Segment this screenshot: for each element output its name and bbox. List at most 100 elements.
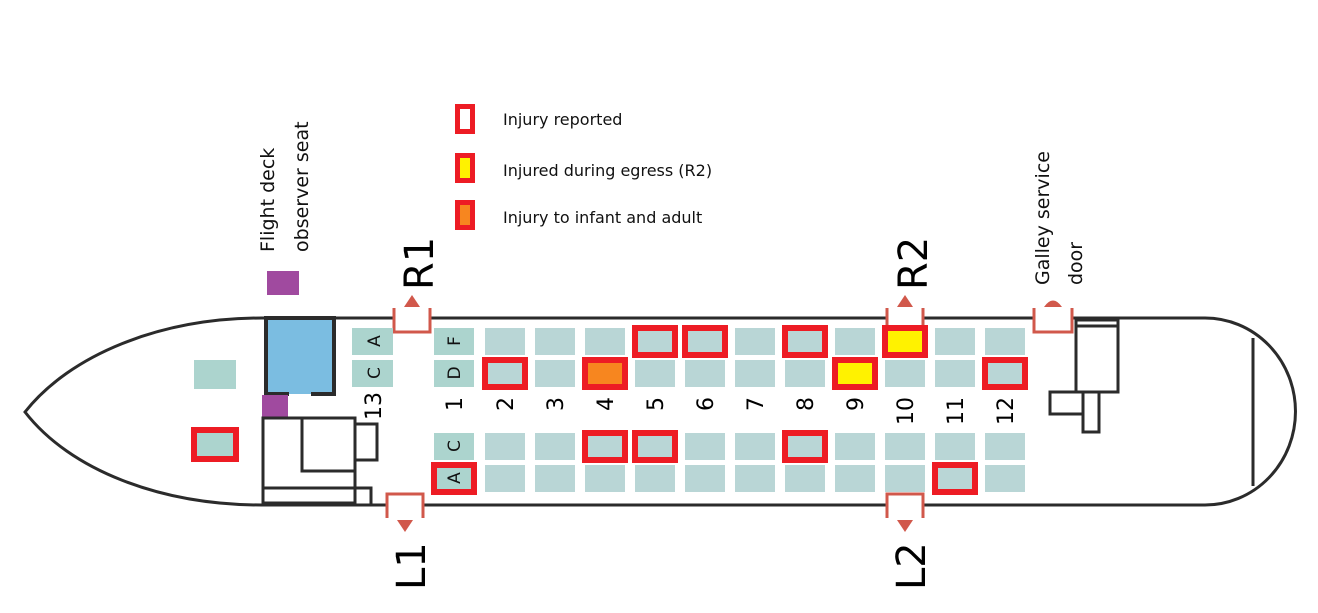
row-number-5: 5 (644, 397, 669, 411)
exit-arrow-icon (897, 295, 913, 307)
seat-9C[interactable] (835, 433, 875, 460)
door-R2-label: R2 (891, 237, 937, 290)
door-L2-label: L2 (889, 542, 935, 590)
seat-4C[interactable] (582, 430, 628, 463)
seat-7A[interactable] (735, 465, 775, 492)
legend-label: Injured during egress (R2) (503, 161, 713, 180)
seat-10C[interactable] (885, 433, 925, 460)
seat-letter: A (365, 335, 385, 347)
door-R1-label: R1 (397, 237, 443, 290)
seat-5D[interactable] (635, 360, 675, 387)
seat-12A[interactable] (985, 465, 1025, 492)
row-number-6: 6 (694, 397, 719, 411)
seat-8A[interactable] (785, 465, 825, 492)
door-L2[interactable]: L2 (885, 492, 935, 590)
row-number-12: 12 (994, 397, 1019, 425)
seat-4F[interactable] (585, 328, 625, 355)
row-number-9: 9 (844, 397, 869, 411)
fuselage-outline (23, 316, 1297, 507)
seat-13C[interactable] (352, 360, 393, 387)
seat-letter: D (445, 366, 465, 379)
exit-arrow-icon (1044, 300, 1062, 307)
seat-6F[interactable] (682, 325, 728, 358)
seat-11D[interactable] (935, 360, 975, 387)
legend-swatch-reported (455, 104, 475, 134)
legend-swatch-egress (455, 153, 475, 183)
seat-12C[interactable] (985, 433, 1025, 460)
galley-door-label-line2: door (1065, 242, 1087, 285)
seat-8C[interactable] (782, 430, 828, 463)
seat-6D[interactable] (685, 360, 725, 387)
row-number-8: 8 (794, 397, 819, 411)
seat-13A[interactable] (352, 328, 393, 355)
seat-8F[interactable] (782, 325, 828, 358)
seat-3A[interactable] (535, 465, 575, 492)
seat-5C[interactable] (632, 430, 678, 463)
seat-4A[interactable] (585, 465, 625, 492)
door-R1[interactable]: R1 (392, 237, 443, 334)
seat-10A[interactable] (885, 465, 925, 492)
seat-7D[interactable] (735, 360, 775, 387)
row-number-11: 11 (944, 397, 969, 425)
observer-seat-legend-swatch (267, 271, 299, 295)
row-number-7: 7 (744, 397, 769, 411)
seat-letter: F (445, 336, 465, 346)
legend-item-egress: Injured during egress (R2) (455, 153, 712, 183)
door-L1-label: L1 (389, 542, 435, 590)
observer-seat-marker (262, 395, 288, 417)
row-number-4: 4 (594, 397, 619, 411)
rear-galley (1048, 318, 1120, 434)
door-L1[interactable]: L1 (385, 492, 435, 590)
seat-2D[interactable] (482, 357, 528, 390)
galley-door-label-line1: Galley service (1032, 151, 1054, 285)
exit-arrow-icon (404, 295, 420, 307)
seat-2A[interactable] (485, 465, 525, 492)
seat-letter: C (445, 440, 465, 452)
seat-9D[interactable] (832, 357, 878, 390)
seat-8D[interactable] (785, 360, 825, 387)
seat-10F[interactable] (882, 325, 928, 358)
seat-11F[interactable] (935, 328, 975, 355)
cockpit-seat-1[interactable] (194, 360, 236, 389)
front-galley (261, 416, 379, 507)
row-number-3: 3 (544, 397, 569, 411)
seat-12D[interactable] (982, 357, 1028, 390)
cockpit-seat-2[interactable] (191, 427, 239, 462)
legend-item-infant: Injury to infant and adult (455, 200, 702, 230)
seat-1A[interactable] (431, 462, 477, 495)
seat-letter: C (365, 367, 385, 379)
legend-label: Injury reported (503, 109, 623, 129)
row-number-13: 13 (362, 392, 387, 420)
seat-12F[interactable] (985, 328, 1025, 355)
seat-6A[interactable] (685, 465, 725, 492)
seat-1C[interactable] (434, 433, 474, 460)
seat-3F[interactable] (535, 328, 575, 355)
door-galley[interactable] (1032, 300, 1074, 334)
seat-4D[interactable] (582, 357, 628, 390)
seat-6C[interactable] (685, 433, 725, 460)
observer-seat-label-line1: Flight deck (257, 148, 279, 252)
seat-9F[interactable] (835, 328, 875, 355)
seat-5A[interactable] (635, 465, 675, 492)
seat-1D[interactable] (434, 360, 474, 387)
row-number-10: 10 (894, 397, 919, 425)
seat-3C[interactable] (535, 433, 575, 460)
seat-11C[interactable] (935, 433, 975, 460)
row-number-2: 2 (494, 397, 519, 411)
seat-2F[interactable] (485, 328, 525, 355)
seat-9A[interactable] (835, 465, 875, 492)
seat-3D[interactable] (535, 360, 575, 387)
exit-arrow-icon (897, 520, 913, 532)
seat-11A[interactable] (932, 462, 978, 495)
exit-arrow-icon (397, 520, 413, 532)
seat-7F[interactable] (735, 328, 775, 355)
seat-2C[interactable] (485, 433, 525, 460)
flight-deck-block (266, 318, 334, 394)
seat-10D[interactable] (885, 360, 925, 387)
seat-5F[interactable] (632, 325, 678, 358)
seat-1F[interactable] (434, 328, 474, 355)
seat-7C[interactable] (735, 433, 775, 460)
